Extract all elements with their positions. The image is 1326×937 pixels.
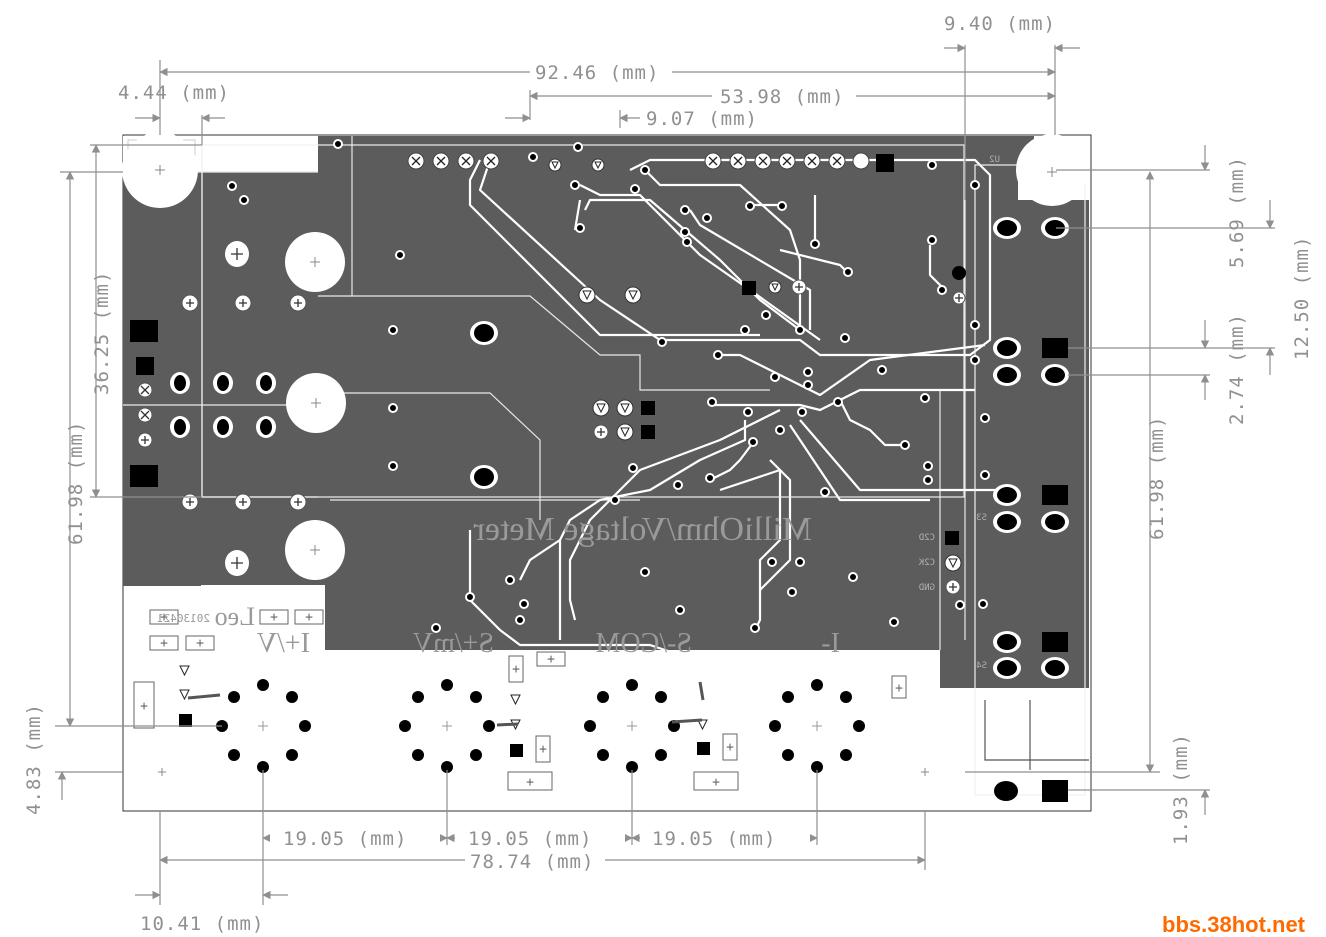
ref-u2: U2 [989, 155, 1000, 165]
pin-label-c2d: C2D [919, 533, 935, 543]
dim-1-93: 1.93 (mm) [1170, 733, 1192, 845]
svg-text:+: + [895, 681, 903, 696]
dim-19-05-c: 19.05 (mm) [652, 828, 776, 850]
svg-text:+: + [512, 662, 520, 677]
dim-10-41: 10.41 (mm) [140, 913, 264, 935]
test-point-marks [179, 161, 958, 731]
dim-2-74: 2.74 (mm) [1226, 313, 1248, 425]
jack-s-minus-footprint [584, 679, 680, 773]
dim-19-05-b: 19.05 (mm) [468, 828, 592, 850]
watermark: bbs.38hot.net [1162, 912, 1306, 937]
dimension-labels: 9.40 (mm) 92.46 (mm) 53.98 (mm) 9.07 (mm… [23, 13, 1313, 935]
dim-61-98-left: 61.98 (mm) [65, 421, 87, 545]
dim-4-83: 4.83 (mm) [23, 703, 45, 815]
ref-s4: S4 [976, 661, 987, 671]
jack-label-i-minus: I- [821, 628, 840, 659]
svg-text:+: + [305, 610, 313, 625]
dim-5-69: 5.69 (mm) [1226, 156, 1248, 268]
svg-text:+: + [270, 610, 278, 625]
jack-label-s-plus: S+/mV [413, 628, 494, 659]
svg-text:+: + [160, 636, 168, 651]
dim-36-25: 36.25 (mm) [91, 271, 113, 395]
dim-78-74: 78.74 (mm) [470, 851, 594, 873]
pin-label-gnd: GND [919, 583, 935, 593]
jack-s-plus-footprint [399, 679, 495, 773]
svg-text:+: + [539, 742, 547, 757]
jack-i-minus-footprint [769, 679, 865, 773]
svg-text:+: + [526, 775, 534, 790]
dim-12-50: 12.50 (mm) [1291, 236, 1313, 360]
dim-4-44: 4.44 (mm) [118, 82, 230, 104]
dim-9-07: 9.07 (mm) [646, 108, 758, 130]
header-pins [407, 152, 870, 170]
dim-61-98-right: 61.98 (mm) [1146, 416, 1168, 540]
svg-text:+: + [160, 610, 168, 625]
author-label: Leo [215, 602, 255, 631]
dim-92-46: 92.46 (mm) [535, 62, 659, 84]
pad-holes [130, 154, 1068, 802]
jack-label-s-minus: S-/COM [595, 628, 692, 659]
vias [227, 139, 990, 633]
svg-text:+: + [712, 775, 720, 790]
jack-label-i-plus: I+/V [257, 628, 310, 659]
silk-boxes [133, 609, 907, 791]
ref-s3: S3 [976, 513, 987, 523]
svg-text:+: + [726, 740, 734, 755]
mounting-holes [122, 132, 1088, 776]
dim-19-05-a: 19.05 (mm) [283, 828, 407, 850]
board-title: MilliOhm/Voltage Meter [473, 511, 812, 548]
svg-text:+: + [547, 652, 555, 667]
silk-labels: MilliOhm/Voltage Meter Leo 20130421 I+/V… [157, 155, 1000, 671]
svg-text:+: + [140, 699, 148, 714]
dim-9-40: 9.40 (mm) [944, 13, 1056, 35]
date-code: 20130421 [157, 612, 210, 625]
pcb-board: + + + + + + + + + + + + + MilliOhm/Voltage Meter… [122, 132, 1092, 812]
dim-53-98: 53.98 (mm) [720, 86, 844, 108]
svg-text:+: + [196, 636, 204, 651]
component-pads [137, 248, 966, 595]
pin-label-c2k: C2K [918, 558, 935, 568]
jack-footprints [216, 679, 865, 773]
